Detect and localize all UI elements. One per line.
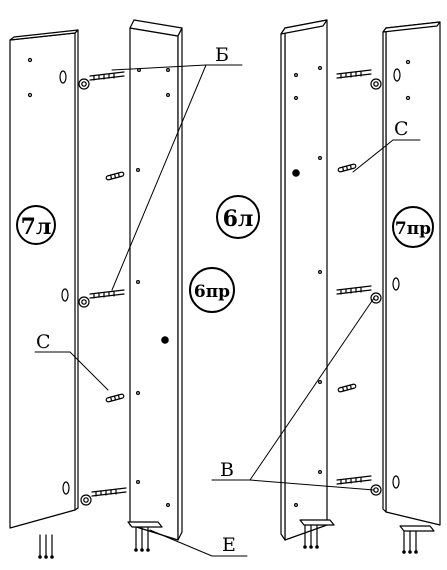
- callout-v: В: [211, 297, 375, 491]
- callout-c-left: С: [34, 331, 109, 391]
- svg-text:7л: 7л: [21, 214, 52, 240]
- svg-text:Б: Б: [215, 44, 229, 66]
- svg-text:В: В: [220, 459, 234, 481]
- dowel-left-lower: [105, 393, 125, 403]
- panel-7pr: [382, 21, 441, 526]
- feet-right: [299, 519, 435, 554]
- svg-text:6л: 6л: [223, 206, 254, 232]
- cam-lock-bottom-right: [336, 475, 382, 496]
- cam-lock-mid-left: [78, 289, 125, 308]
- cam-lock-mid-right: [336, 285, 382, 304]
- panel-label-6l: 6л: [216, 195, 260, 239]
- panel-label-7l: 7л: [16, 205, 56, 245]
- svg-text:6пр: 6пр: [194, 282, 230, 302]
- cam-lock-bottom-left: [80, 487, 127, 506]
- svg-text:Е: Е: [222, 534, 236, 556]
- svg-text:С: С: [394, 118, 409, 140]
- panel-7l: [9, 29, 79, 529]
- panel-label-6pr: 6пр: [189, 267, 235, 313]
- panel-6l: [280, 19, 328, 541]
- feet-left: [38, 521, 163, 559]
- cam-lock-top-right: [336, 69, 382, 90]
- callout-b: Б: [111, 44, 243, 291]
- callout-e: Е: [149, 529, 248, 557]
- callout-c-right: С: [352, 118, 421, 173]
- svg-text:С: С: [36, 331, 51, 353]
- panel-6pr: [129, 19, 183, 541]
- dowel-left-upper: [105, 171, 125, 181]
- panel-label-7pr: 7пр: [392, 206, 434, 248]
- dowel-right-upper: [337, 163, 357, 173]
- dowel-right-lower: [337, 383, 357, 393]
- svg-text:7пр: 7пр: [395, 219, 431, 239]
- cam-lock-top-left: [78, 71, 125, 90]
